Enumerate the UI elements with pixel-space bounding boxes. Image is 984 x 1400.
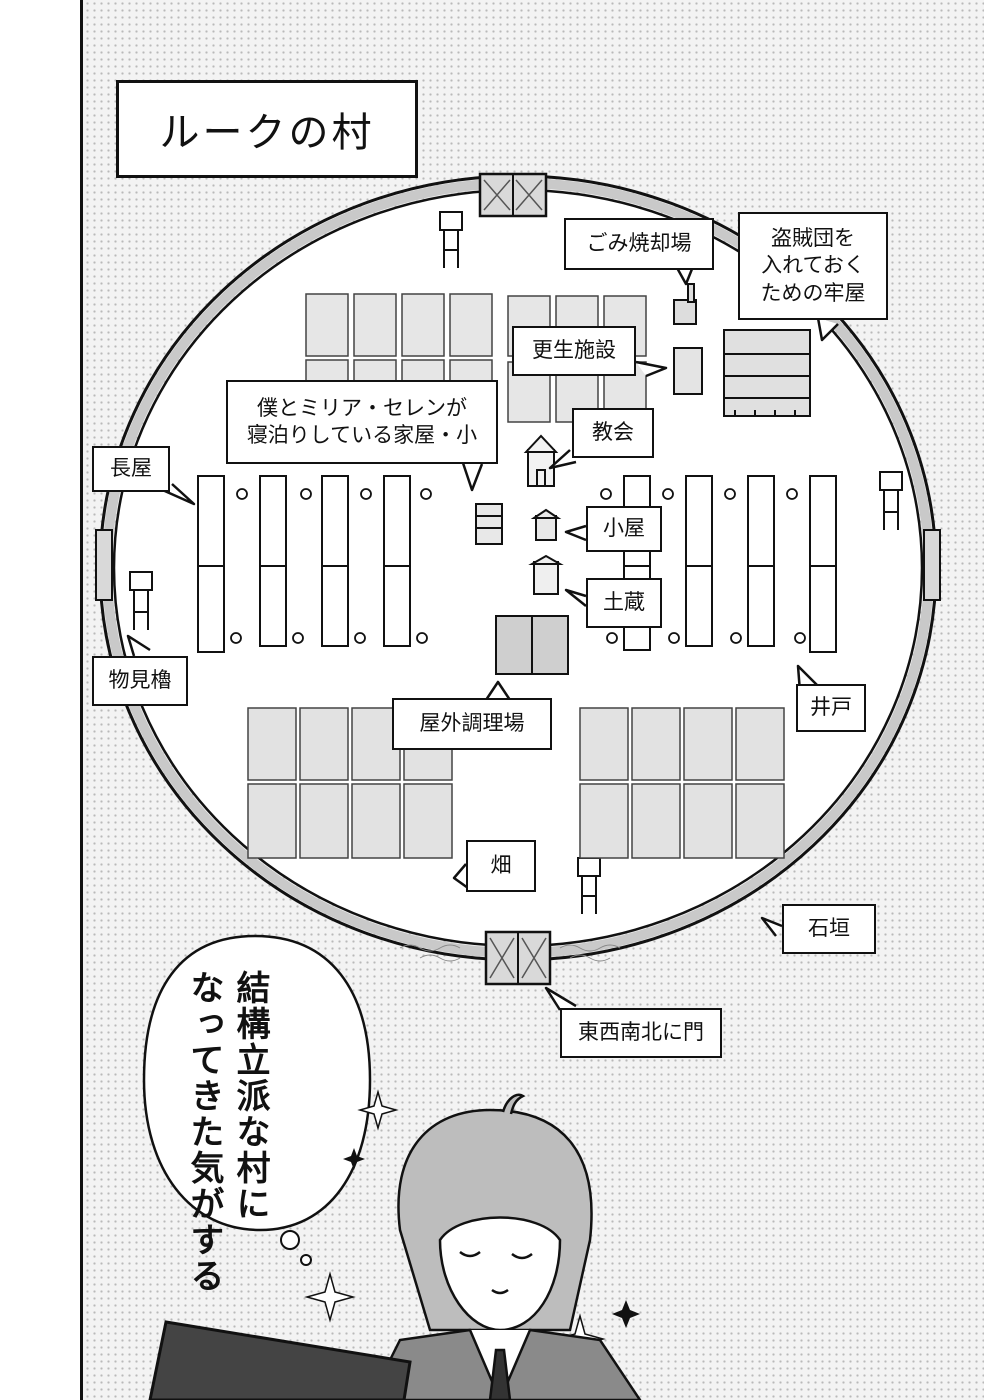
longhouses-left	[197, 475, 411, 653]
thought-line-1: 結構立派な村に	[230, 970, 270, 1222]
page-gutter	[0, 0, 83, 1400]
thought-bubble	[142, 934, 372, 1266]
label-prison-line1: 盗賊団を	[771, 226, 855, 251]
label-outdoor-kitchen: 屋外調理場	[392, 698, 552, 750]
north-gate-icon	[478, 172, 548, 218]
label-trash-incinerator: ごみ焼却場	[564, 218, 714, 270]
label-church: 教会	[572, 408, 654, 458]
label-longhouse: 長屋	[92, 446, 170, 492]
label-home-line2: 寝泊りしている家屋・小	[246, 423, 478, 447]
label-hut: 小屋	[586, 506, 662, 552]
west-gate-icon	[95, 529, 113, 601]
label-rehab: 更生施設	[512, 326, 636, 376]
incinerator	[673, 283, 697, 325]
label-watchtower: 物見櫓	[92, 656, 188, 706]
label-prison-line2: 入れておく	[761, 253, 865, 278]
hut-building	[530, 508, 562, 541]
house-building	[475, 503, 503, 545]
wells	[230, 488, 806, 644]
label-stone-wall: 石垣	[782, 904, 876, 954]
outdoor-kitchen	[495, 615, 569, 675]
south-gate-icon	[484, 930, 552, 986]
field-plots-bottom-right	[579, 707, 785, 859]
cobble-texture	[399, 944, 621, 962]
label-gates: 東西南北に門	[560, 1008, 722, 1058]
label-field: 畑	[466, 840, 536, 892]
storehouse-building	[528, 554, 564, 595]
label-prison-line3: ための牢屋	[760, 280, 866, 305]
watchtower-icon	[129, 211, 903, 914]
prison-building	[723, 329, 811, 417]
rehab-building	[673, 347, 703, 395]
label-well: 井戸	[796, 684, 866, 732]
device-frame	[148, 1320, 412, 1400]
label-home: 僕とミリア・セレンが 寝泊りしている家屋・小	[226, 380, 498, 464]
label-prison: 盗賊団を 入れておく ための牢屋	[738, 212, 888, 320]
label-storehouse: 土蔵	[586, 578, 662, 628]
east-gate-icon	[923, 529, 941, 601]
thought-line-2: なってきた気がする	[184, 970, 224, 1294]
longhouses-right	[623, 475, 837, 653]
map-title: ルークの村	[116, 80, 418, 178]
label-home-line1: 僕とミリア・セレンが	[257, 395, 467, 420]
